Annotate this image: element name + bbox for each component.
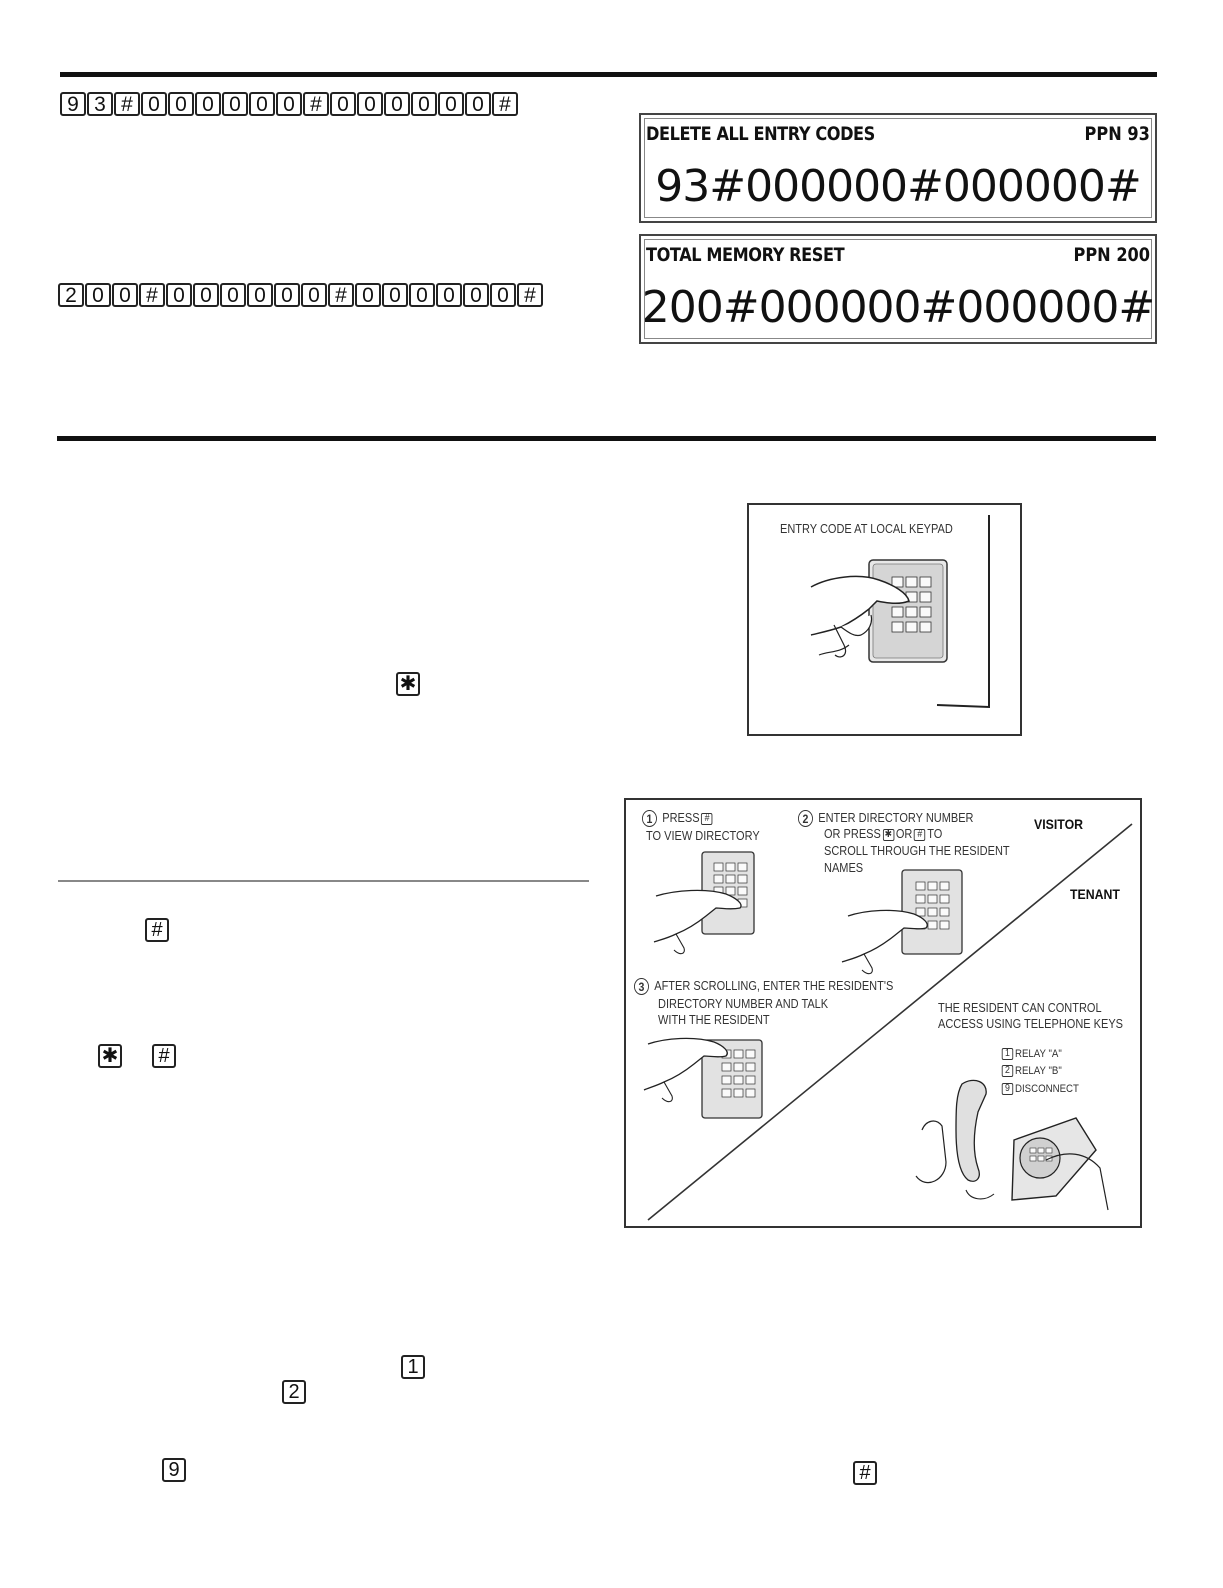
top-rule: [60, 72, 1157, 77]
lcd-title: DELETE ALL ENTRY CODES: [646, 123, 875, 145]
step3-line1: 3 AFTER SCROLLING, ENTER THE RESIDENT'S: [634, 978, 894, 996]
hand-keypad-illustration: [810, 515, 990, 709]
step1-line1: 1 PRESS#: [642, 810, 715, 828]
key-0-icon: 0: [193, 283, 219, 307]
lcd-code: 93#000000#000000#: [655, 161, 1142, 212]
hash-key-icon: #: [914, 828, 926, 841]
step2-or: OR: [895, 827, 913, 841]
step2-line2: OR PRESS✱OR#TO: [824, 826, 942, 842]
step1-number: 1: [642, 810, 657, 828]
lcd-total-memory-reset: TOTAL MEMORY RESET PPN 200 200#000000#00…: [639, 234, 1157, 344]
key-0-icon: 0: [357, 92, 383, 116]
hash-key-icon: #: [701, 812, 713, 825]
diagonal-divider: [643, 823, 1133, 1221]
step3-text-a: AFTER SCROLLING, ENTER THE RESIDENT'S: [654, 979, 894, 993]
key-2-icon: 2: [282, 1380, 306, 1404]
hash-key-icon: #: [303, 92, 329, 116]
lcd-code: 200#000000#000000#: [641, 282, 1156, 333]
key-9-icon: 9: [162, 1458, 186, 1482]
step1-line2: TO VIEW DIRECTORY: [646, 829, 760, 843]
hash-key-icon: #: [152, 1044, 176, 1068]
key-0-icon: 0: [195, 92, 221, 116]
lcd-delete-entry-codes: DELETE ALL ENTRY CODES PPN 93 93#000000#…: [639, 113, 1157, 223]
lcd-frame: [644, 118, 1152, 218]
key-0-icon: 0: [249, 92, 275, 116]
hash-key-icon: #: [139, 283, 165, 307]
visitor-label: VISITOR: [1034, 816, 1084, 832]
key-0-icon: 0: [465, 92, 491, 116]
key-0-icon: 0: [274, 283, 300, 307]
key-0-icon: 0: [222, 92, 248, 116]
section-rule: [57, 436, 1156, 441]
step2-line3: SCROLL THROUGH THE RESIDENT: [824, 844, 1010, 858]
hash-key-icon: #: [517, 283, 543, 307]
lcd-ppn: PPN 200: [1073, 244, 1150, 266]
key-0-icon: 0: [220, 283, 246, 307]
key-2-icon: 2: [1001, 1065, 1014, 1078]
key-0-icon: 0: [463, 283, 489, 307]
step2-line1: 2 ENTER DIRECTORY NUMBER: [798, 810, 974, 828]
key-0-icon: 0: [168, 92, 194, 116]
key-0-icon: 0: [301, 283, 327, 307]
tenant-label: TENANT: [1070, 886, 1120, 902]
phone-key-label: DISCONNECT: [1014, 1083, 1079, 1095]
key-9-icon: 9: [1001, 1083, 1014, 1096]
key-3-icon: 3: [87, 92, 113, 116]
step2-text-b: OR PRESS: [824, 827, 881, 841]
key-0-icon: 0: [409, 283, 435, 307]
key-0-icon: 0: [276, 92, 302, 116]
hash-key-icon: #: [328, 283, 354, 307]
key-0-icon: 0: [355, 283, 381, 307]
key-0-icon: 0: [85, 283, 111, 307]
lcd-ppn: PPN 93: [1084, 123, 1150, 145]
key-0-icon: 0: [112, 283, 138, 307]
phone-key-label: RELAY "A": [1014, 1048, 1062, 1060]
key-1-icon: 1: [1001, 1048, 1014, 1061]
figure-local-keypad: ENTRY CODE AT LOCAL KEYPAD: [747, 503, 1022, 736]
key-1-icon: 1: [401, 1355, 425, 1379]
key-0-icon: 0: [411, 92, 437, 116]
star-key-icon: ✱: [882, 828, 895, 841]
step3-number: 3: [634, 978, 649, 996]
step2-to: TO: [927, 827, 943, 841]
key-0-icon: 0: [384, 92, 410, 116]
resident-line1: THE RESIDENT CAN CONTROL: [938, 1001, 1102, 1015]
hash-key-icon: #: [114, 92, 140, 116]
key-0-icon: 0: [490, 283, 516, 307]
step2-number: 2: [798, 810, 813, 828]
key-0-icon: 0: [438, 92, 464, 116]
figure-caption: ENTRY CODE AT LOCAL KEYPAD: [780, 522, 953, 536]
key-0-icon: 0: [166, 283, 192, 307]
hash-key-icon: #: [853, 1461, 877, 1485]
step2-text-a: ENTER DIRECTORY NUMBER: [818, 811, 974, 825]
hash-key-icon: #: [145, 918, 169, 942]
step3-line2: DIRECTORY NUMBER AND TALK: [658, 997, 829, 1011]
column-separator: [58, 880, 589, 882]
step2-line4: NAMES: [824, 861, 864, 875]
resident-line2: ACCESS USING TELEPHONE KEYS: [938, 1017, 1124, 1031]
phone-key-label: RELAY "B": [1014, 1065, 1062, 1077]
key-2-icon: 2: [58, 283, 84, 307]
key-0-icon: 0: [141, 92, 167, 116]
step1-text-a: PRESS: [662, 811, 700, 825]
hash-key-icon: #: [492, 92, 518, 116]
step3-line3: WITH THE RESIDENT: [658, 1013, 770, 1027]
key-0-icon: 0: [247, 283, 273, 307]
key-0-icon: 0: [330, 92, 356, 116]
key-0-icon: 0: [382, 283, 408, 307]
lcd-frame: [644, 239, 1152, 339]
key-9-icon: 9: [60, 92, 86, 116]
star-key-icon: ✱: [396, 672, 420, 696]
key-0-icon: 0: [436, 283, 462, 307]
lcd-title: TOTAL MEMORY RESET: [646, 244, 845, 266]
star-key-icon: ✱: [98, 1044, 122, 1068]
